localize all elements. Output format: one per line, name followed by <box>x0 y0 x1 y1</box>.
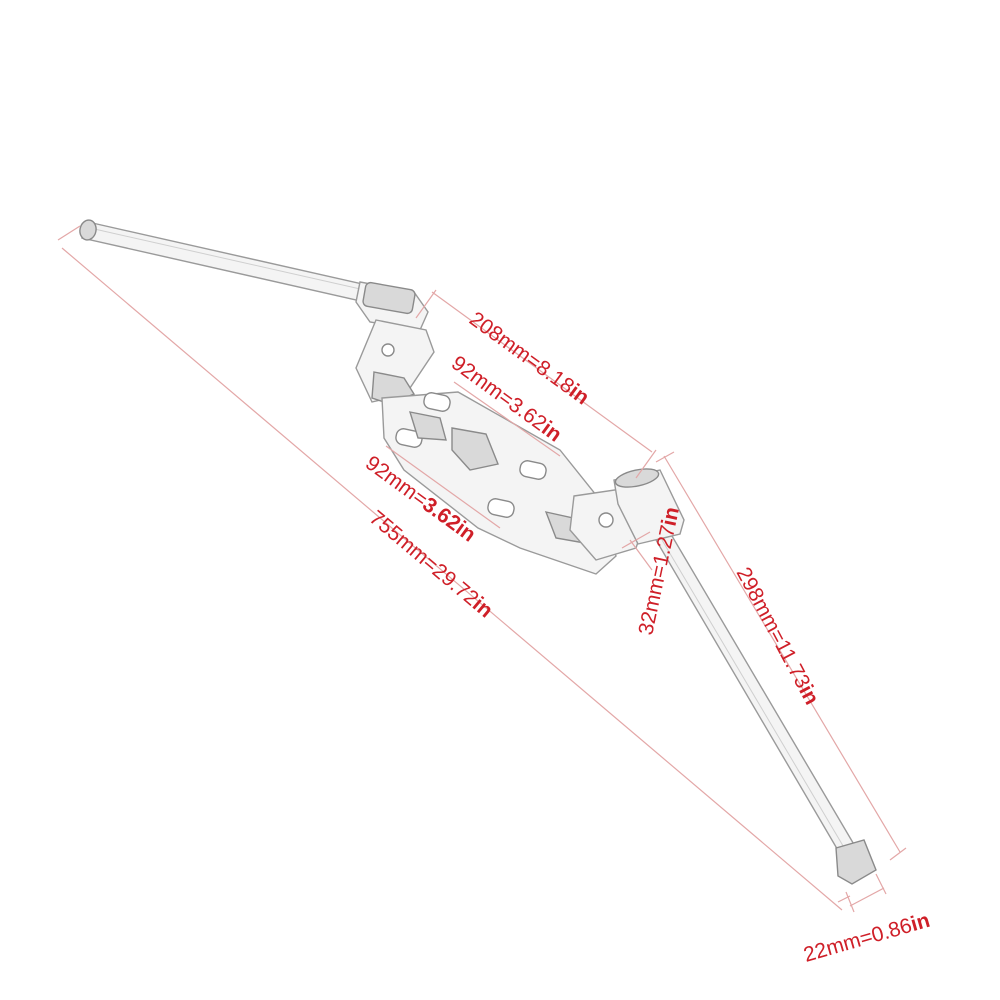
left-bar <box>79 219 381 305</box>
right-clamp <box>613 468 685 545</box>
left-clamp <box>355 281 429 331</box>
dimension-lines <box>57 225 907 913</box>
right-bar <box>654 535 877 885</box>
left-bracket <box>355 319 435 405</box>
center-plate <box>381 391 617 575</box>
label-bar-diameter: 22mm=0.86in <box>801 909 932 967</box>
handlebar-illustration <box>79 219 877 885</box>
